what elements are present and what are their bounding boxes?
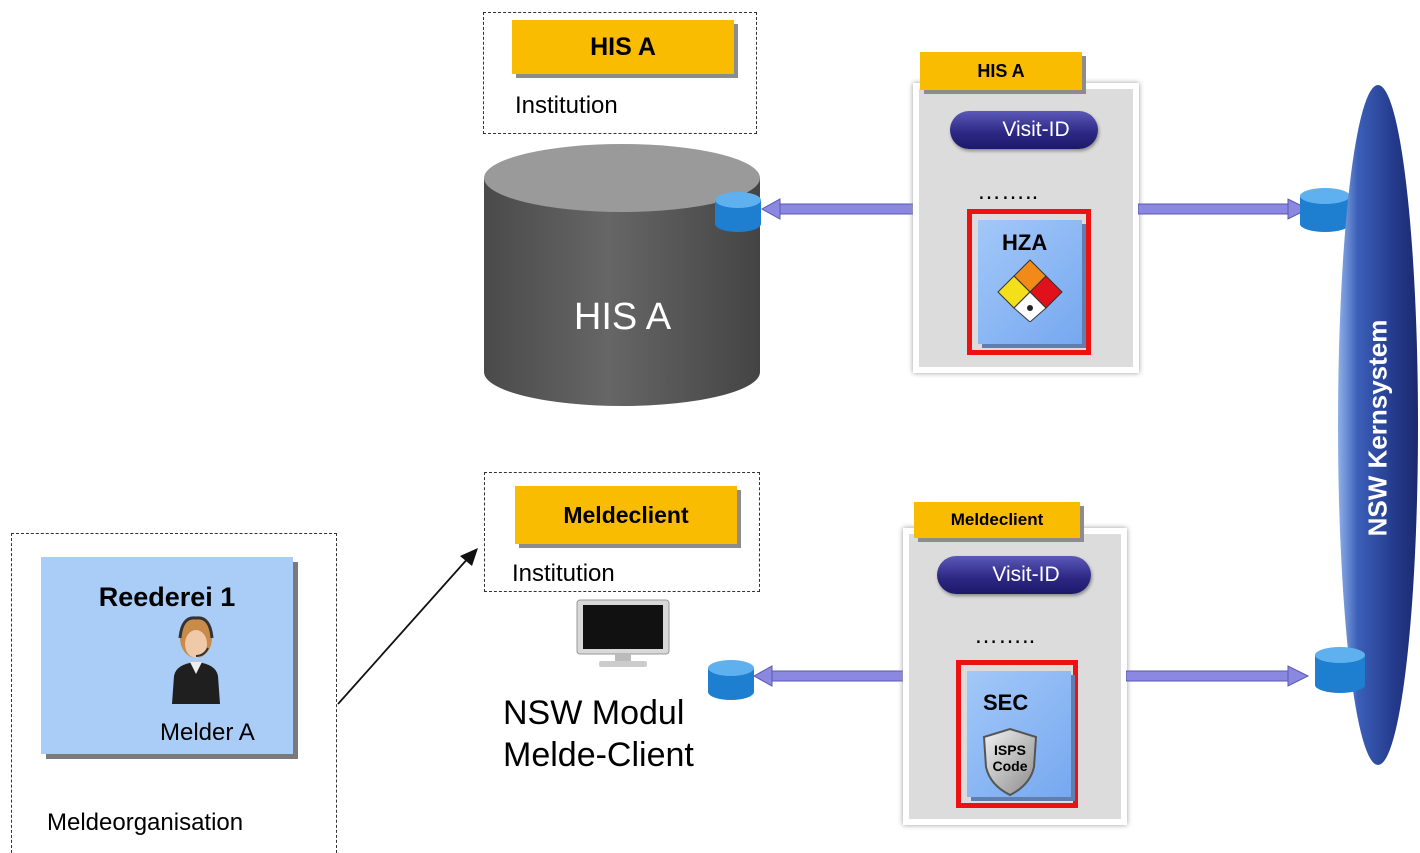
hazmat-placard-icon: [997, 259, 1063, 322]
monitor-icon: [576, 599, 670, 667]
melder-label: Melder A: [160, 719, 255, 746]
meldeclient-visit-id-label: Visit-ID: [992, 563, 1060, 586]
meldeclient-institution-tag: Meldeclient: [515, 486, 737, 544]
meldeclient-connection-arrow: [752, 665, 912, 687]
isps-shield-icon: [982, 727, 1038, 797]
his-a-visit-id-label: Visit-ID: [1002, 118, 1070, 141]
meldeorganisation-frame: [11, 533, 337, 853]
meldeclient-institution-label: Institution: [512, 560, 615, 587]
meldeclient-institution-frame: [484, 472, 760, 592]
his-a-core-arrow: [1138, 198, 1310, 220]
sec-document-label: SEC: [983, 690, 1029, 715]
core-port-top-icon: [1300, 188, 1350, 232]
person-headset-icon: [172, 616, 220, 704]
nsw-core-system-label: NSW Kernsystem: [1362, 319, 1393, 537]
reederei-label: Reederei 1: [98, 582, 236, 612]
his-a-connection-arrow: [760, 198, 930, 220]
core-port-bottom-icon: [1315, 647, 1365, 693]
org-to-meldeclient-arrow: [337, 548, 478, 705]
nsw-module-label-line2: Melde-Client: [503, 736, 694, 774]
his-a-database-label: HIS A: [573, 296, 672, 338]
his-a-institution-label: Institution: [515, 92, 618, 119]
his-a-panel-tag: HIS A: [920, 52, 1082, 90]
his-a-db-port-icon: [715, 192, 761, 232]
isps-badge-line1: ISPS: [994, 742, 1026, 758]
meldeclient-ellipsis: ……..: [974, 622, 1036, 649]
his-a-institution-tag: HIS A: [512, 20, 734, 74]
reederei-card: [41, 557, 293, 754]
meldeclient-visit-id: Visit-ID: [937, 556, 1091, 594]
meldeclient-core-arrow: [1126, 665, 1310, 687]
hza-document-label: HZA: [1002, 230, 1048, 255]
nsw-core-system: [1338, 85, 1418, 765]
his-a-ellipsis: ……..: [977, 178, 1039, 205]
meldeclient-port-icon: [708, 660, 754, 700]
his-a-database: [484, 144, 760, 406]
isps-badge-line2: Code: [992, 758, 1028, 774]
his-a-institution-frame: [483, 12, 757, 134]
meldeorganisation-label: Meldeorganisation: [47, 809, 244, 836]
meldeclient-panel-tag: Meldeclient: [914, 502, 1080, 538]
his-a-visit-id: Visit-ID: [950, 111, 1098, 149]
nsw-module-label-line1: NSW Modul: [503, 694, 685, 732]
